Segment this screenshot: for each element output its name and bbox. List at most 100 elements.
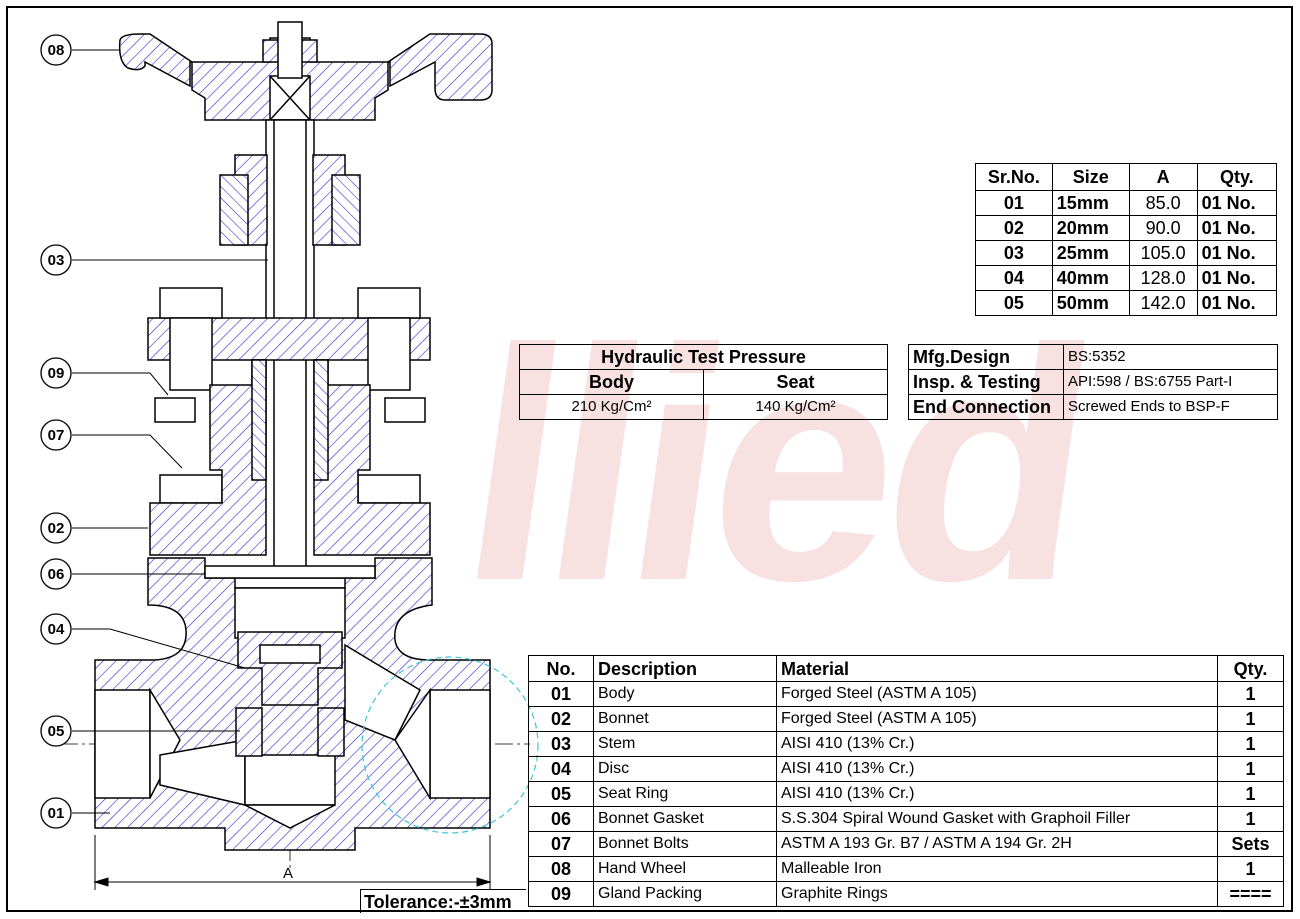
part-qty: ==== [1217, 881, 1284, 907]
seat-ring-part [235, 707, 345, 757]
size-dimension-a: 128.0 [1128, 265, 1198, 291]
part-description: Bonnet Gasket [593, 806, 777, 832]
size-value: 40mm [1051, 265, 1130, 291]
bonnet-gasket-part [204, 565, 376, 579]
callout-bubble [40, 419, 72, 451]
part-material: AISI 410 (13% Cr.) [776, 756, 1218, 782]
hydraulic-pressure-table: Hydraulic Test Pressure Body Seat 210 Kg… [519, 344, 889, 420]
part-no: 08 [528, 856, 594, 882]
disc-part [237, 631, 343, 706]
spec-key: Mfg.Design [908, 344, 1064, 370]
part-material: Malleable Iron [776, 856, 1218, 882]
part-description: Bonnet Bolts [593, 831, 777, 857]
callout-label: 01 [48, 805, 65, 822]
dimension-a-label: A [283, 865, 293, 882]
size-value: 50mm [1051, 290, 1130, 316]
parts-header-qty: Qty. [1217, 655, 1284, 682]
table-row: 01 15mm 85.0 01 No. [975, 190, 1278, 216]
size-dimension-a: 142.0 [1128, 290, 1198, 316]
leader-lines [72, 49, 268, 814]
size-value: 25mm [1051, 240, 1130, 266]
table-row: 04 40mm 128.0 01 No. [975, 265, 1278, 291]
spec-value: API:598 / BS:6755 Part-I [1063, 369, 1278, 395]
body-part [94, 557, 491, 851]
part-description: Body [593, 681, 777, 707]
size-sr-no: 02 [975, 215, 1053, 241]
size-sr-no: 04 [975, 265, 1053, 291]
part-material: Graphite Rings [776, 881, 1218, 907]
part-material: S.S.304 Spiral Wound Gasket with Graphoi… [776, 806, 1218, 832]
part-description: Stem [593, 731, 777, 757]
spec-value: BS:5352 [1063, 344, 1278, 370]
part-no: 02 [528, 706, 594, 732]
parts-header-material: Material [776, 655, 1218, 682]
callout-bubble [40, 613, 72, 645]
table-row: Mfg.Design BS:5352 [908, 344, 1278, 370]
part-qty: 1 [1217, 731, 1284, 757]
part-qty: 1 [1217, 781, 1284, 807]
part-no: 01 [528, 681, 594, 707]
callout-label: 03 [48, 252, 65, 269]
part-description: Gland Packing [593, 881, 777, 907]
callout-bubble [40, 797, 72, 829]
part-description: Hand Wheel [593, 856, 777, 882]
drawing-frame [6, 6, 1293, 912]
size-table-header: Sr.No. [975, 163, 1053, 191]
part-no: 06 [528, 806, 594, 832]
callout-bubble [40, 715, 72, 747]
table-row: End Connection Screwed Ends to BSP-F [908, 394, 1278, 420]
part-description: Disc [593, 756, 777, 782]
table-row: Insp. & Testing API:598 / BS:6755 Part-I [908, 369, 1278, 395]
size-qty: 01 No. [1196, 190, 1278, 216]
size-qty: 01 No. [1196, 215, 1278, 241]
size-table-header: A [1128, 163, 1198, 191]
size-qty: 01 No. [1196, 290, 1278, 316]
callout-bubble [40, 34, 72, 66]
design-spec-table: Mfg.Design BS:5352 Insp. & Testing API:5… [908, 344, 1278, 420]
size-sr-no: 03 [975, 240, 1053, 266]
callout-label: 02 [48, 520, 65, 537]
pressure-header-seat: Seat [702, 369, 889, 395]
pressure-header-body: Body [519, 369, 704, 395]
part-description: Seat Ring [593, 781, 777, 807]
part-material: Forged Steel (ASTM A 105) [776, 706, 1218, 732]
spec-value: Screwed Ends to BSP-F [1063, 394, 1278, 420]
parts-header-description: Description [593, 655, 777, 682]
part-no: 05 [528, 781, 594, 807]
bonnet-part [149, 359, 431, 556]
size-value: 15mm [1051, 190, 1130, 216]
size-qty: 01 No. [1196, 265, 1278, 291]
part-material: Forged Steel (ASTM A 105) [776, 681, 1218, 707]
callout-bubble [40, 357, 72, 389]
part-material: AISI 410 (13% Cr.) [776, 781, 1218, 807]
callout-label: 06 [48, 566, 65, 583]
size-table: Sr.No. Size A Qty. 01 15mm 85.0 01 No. 0… [975, 163, 1278, 316]
pressure-table-title: Hydraulic Test Pressure [519, 344, 888, 370]
part-no: 09 [528, 881, 594, 907]
part-material: AISI 410 (13% Cr.) [776, 731, 1218, 757]
callout-bubble [40, 244, 72, 276]
size-dimension-a: 85.0 [1128, 190, 1198, 216]
table-row: 03 25mm 105.0 01 No. [975, 240, 1278, 266]
callout-label: 07 [48, 427, 65, 444]
size-table-header: Qty. [1196, 163, 1278, 191]
part-no: 03 [528, 731, 594, 757]
callout-bubble [40, 512, 72, 544]
dimension-a [93, 835, 492, 890]
size-dimension-a: 105.0 [1128, 240, 1198, 266]
pressure-seat-value: 140 Kg/Cm² [702, 394, 889, 420]
size-dimension-a: 90.0 [1128, 215, 1198, 241]
size-value: 20mm [1051, 215, 1130, 241]
part-no: 04 [528, 756, 594, 782]
part-qty: 1 [1217, 756, 1284, 782]
pressure-body-value: 210 Kg/Cm² [519, 394, 704, 420]
